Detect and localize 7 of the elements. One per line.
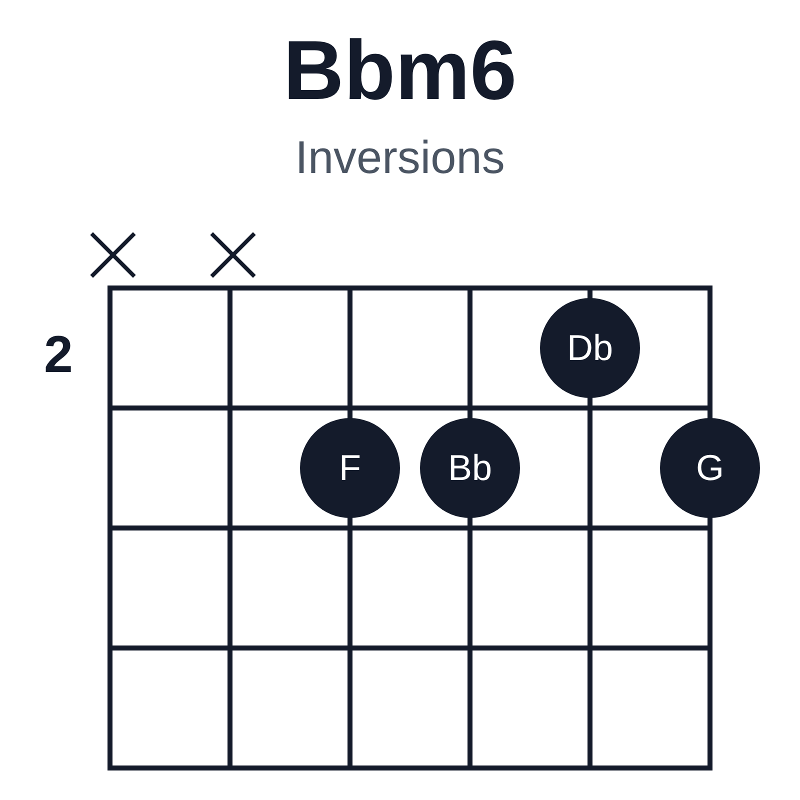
note-dot: G (660, 418, 760, 518)
note-dot: Db (540, 298, 640, 398)
fret-number: 2 (44, 325, 73, 385)
note-dot: Bb (420, 418, 520, 518)
subtitle: Inversions (294, 130, 506, 184)
chord-title: Bbm6 (282, 22, 518, 119)
note-dot: F (300, 418, 400, 518)
